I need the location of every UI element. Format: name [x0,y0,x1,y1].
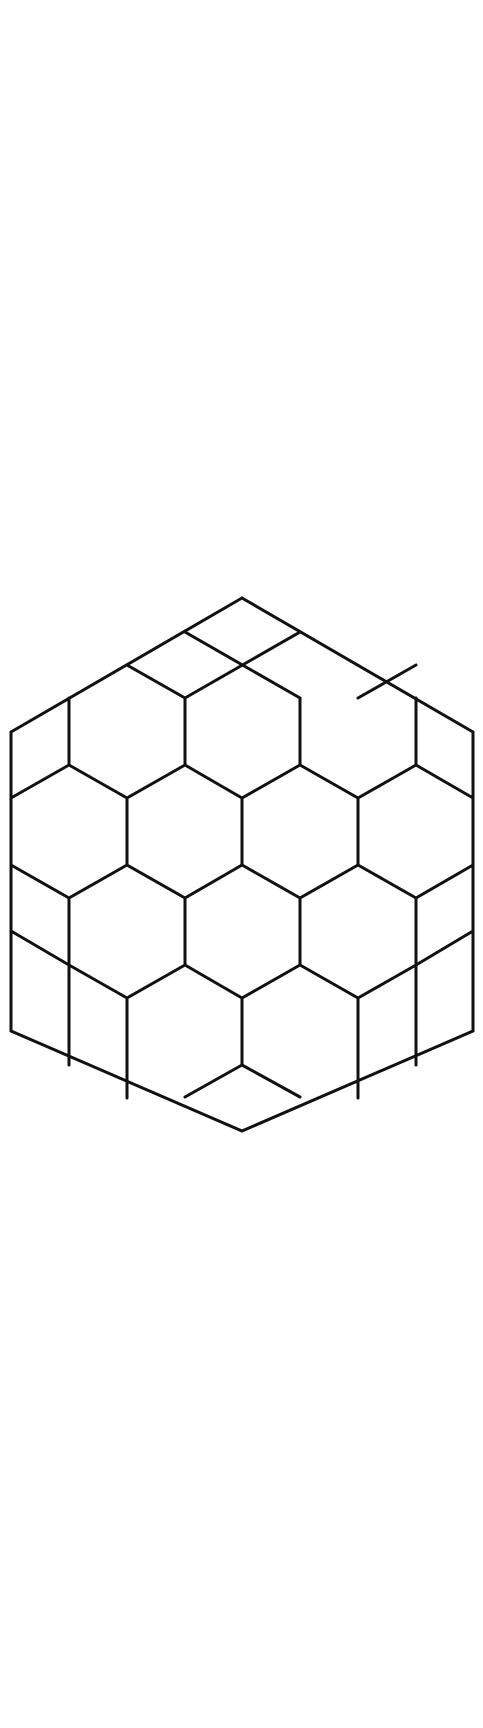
tiling-edge-25 [9,863,71,900]
tiling-edge-9 [356,663,418,700]
tiling-edge-27 [125,863,187,900]
tiling-edge-50 [183,1063,244,1099]
tiling-edge-17 [183,763,244,800]
tiling-edge-21 [414,763,475,800]
tiling-edge-28 [183,863,244,900]
tiling-edge-44 [356,963,418,1000]
tiling-edge-15 [67,763,129,800]
tiling-edges [9,596,475,1133]
tiling-edge-19 [298,763,360,800]
tiling-edge-38 [414,929,475,967]
tiling-edge-43 [298,963,360,1000]
tiling-edge-18 [240,763,302,800]
tiling-edge-32 [414,863,475,900]
tiling-edge-29 [240,863,302,900]
tiling-edge-40 [125,963,187,1000]
tiling-edge-0 [240,596,475,734]
tiling-edge-7 [183,630,302,700]
tiling-edge-30 [298,863,360,900]
tiling-edge-31 [356,863,418,900]
tiling-edge-51 [240,1063,302,1099]
tiling-edge-20 [356,763,418,800]
tiling-edge-37 [9,929,71,967]
tiling-edge-41 [183,963,244,1000]
tiling-edge-26 [67,863,129,900]
tiling-edge-8 [125,663,187,700]
tiling-edge-14 [9,763,71,800]
tiling-edge-16 [125,763,187,800]
tiling-edge-42 [240,963,302,1000]
tiling-edge-39 [67,963,129,1000]
